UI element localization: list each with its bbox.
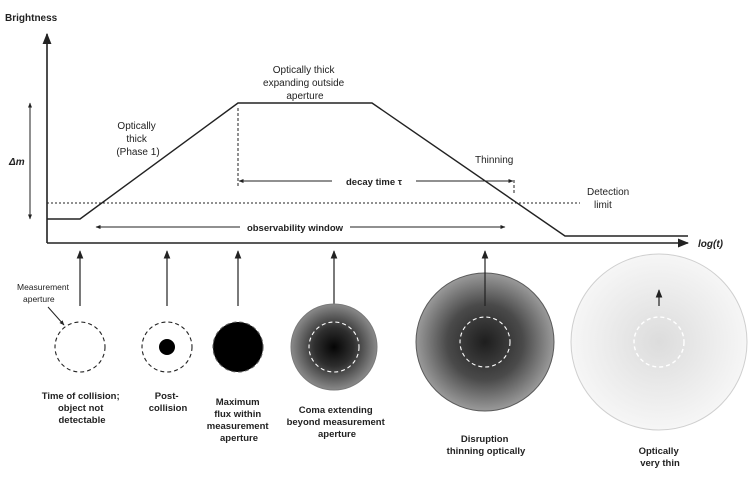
aperture-pointer	[47, 306, 65, 326]
aperture-circle-1	[54, 321, 106, 373]
caption-stage-3: Maximum flux within measurement aperture	[207, 397, 271, 444]
plateau-label: Optically thick expanding outside apertu…	[263, 65, 347, 102]
phase1-label: Optically thick (Phase 1)	[116, 121, 159, 158]
aperture-circle-5	[459, 316, 511, 368]
caption-stage-4: Coma extending beyond measurement apertu…	[287, 405, 388, 440]
light-curve	[47, 102, 688, 237]
observability-window-label: observability window	[247, 223, 344, 234]
x-axis-label: log(t)	[698, 239, 724, 250]
delta-m-label: Δm	[8, 157, 25, 168]
filled-aperture	[212, 321, 264, 373]
aperture-circle-4	[308, 321, 360, 373]
detection-limit-label: Detection limit	[587, 187, 632, 211]
caption-stage-1: Time of collision; object not detectable	[42, 391, 123, 426]
y-axis-label: Brightness	[5, 13, 58, 24]
coma-extending	[290, 303, 378, 391]
post-collision-dot	[159, 339, 175, 355]
thin-cloud	[570, 253, 748, 431]
caption-stage-2: Post- collision	[149, 391, 188, 414]
aperture-label: Measurement aperture	[17, 282, 72, 304]
aperture-circle-2	[141, 321, 193, 373]
aperture-circle-6	[633, 316, 685, 368]
decay-time-label: decay time τ	[346, 177, 403, 188]
caption-stage-5: Disruption thinning optically	[447, 434, 526, 457]
caption-stage-6: Optically very thin	[639, 446, 682, 469]
thinning-label: Thinning	[475, 155, 513, 166]
